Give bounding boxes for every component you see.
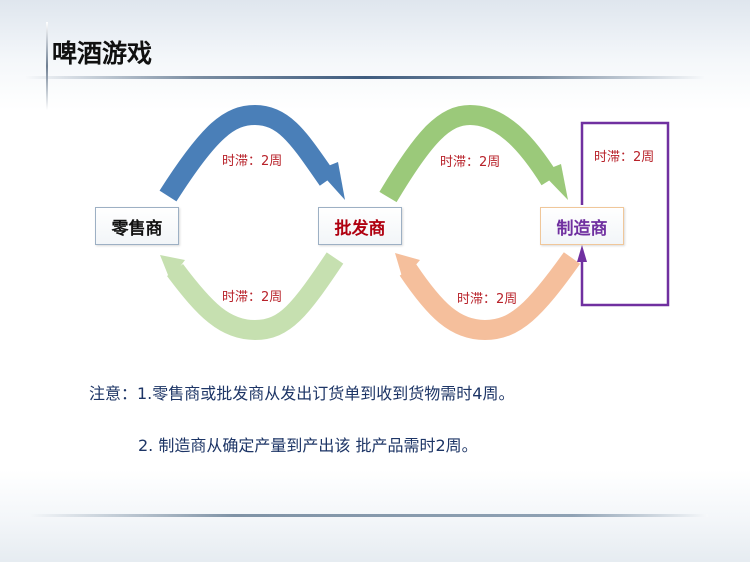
title-accent-line [46, 22, 48, 110]
node-retailer: 零售商 [95, 207, 179, 245]
arrowhead-green [541, 164, 568, 200]
lag-label-retailer-to-wholesaler: 时滞：2周 [222, 154, 283, 169]
arrowhead-orange [395, 253, 420, 280]
arrow-retailer-to-wholesaler [159, 104, 337, 202]
node-wholesaler: 批发商 [318, 207, 402, 245]
arrow-wholesaler-to-retailer [167, 252, 344, 341]
slide-title: 啤酒游戏 [52, 39, 153, 68]
lag-label-wholesaler-to-retailer: 时滞：2周 [222, 290, 283, 305]
arrowhead-light-green [160, 255, 185, 280]
lag-label-wholesaler-to-manufacturer: 时滞：2周 [440, 155, 501, 170]
note-line-2: 2. 制造商从确定产量到产出该 批产品需时2周。 [138, 436, 478, 455]
manufacturer-self-loop [580, 121, 670, 307]
lag-label-manufacturer-to-wholesaler: 时滞：2周 [457, 292, 518, 307]
note-line-1: 注意：1.零售商或批发商从发出订货单到收到货物需时4周。 [89, 384, 515, 403]
arrowhead-blue [318, 162, 345, 200]
footer-divider [30, 514, 708, 517]
arrow-manufacturer-to-wholesaler [399, 252, 581, 341]
node-manufacturer: 制造商 [540, 207, 624, 245]
arrow-wholesaler-to-manufacturer [379, 104, 559, 203]
arrowhead-purple [577, 245, 587, 262]
title-divider [25, 76, 705, 79]
lag-label-manufacturer-self: 时滞：2周 [594, 150, 655, 165]
